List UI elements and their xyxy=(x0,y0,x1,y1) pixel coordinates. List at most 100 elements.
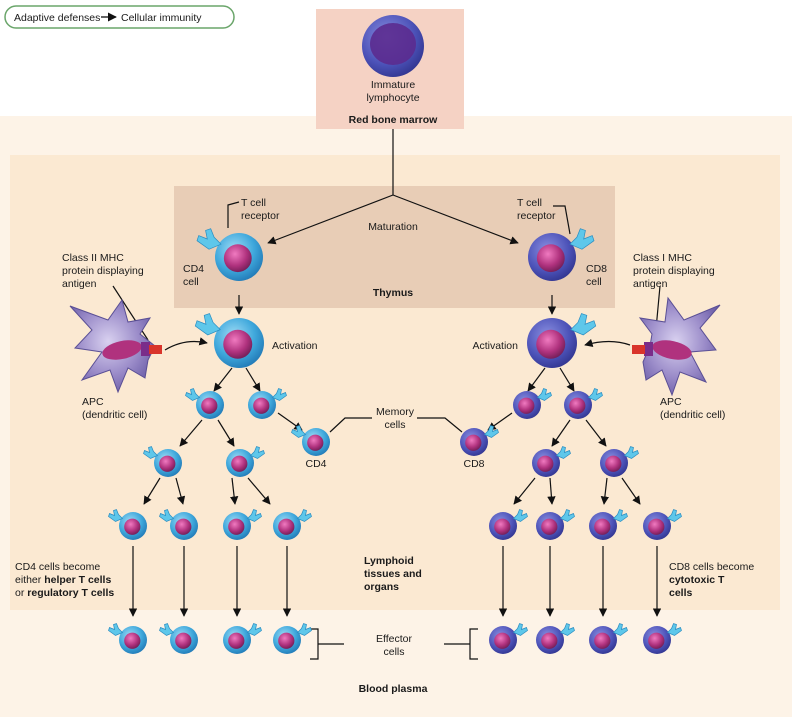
t-cell-receptor xyxy=(623,446,639,459)
effector-bracket-left xyxy=(310,628,344,660)
right-gen3-b2 xyxy=(621,477,641,505)
class2-mhc-protein xyxy=(149,345,162,354)
effector-cells-label-2: cells xyxy=(383,646,404,658)
cd8-clone-cell xyxy=(536,509,575,540)
t-cell-receptor xyxy=(196,228,222,250)
cd4-effector-cell xyxy=(159,623,198,654)
cd8-clone-cell xyxy=(564,388,603,419)
t-cell-receptor xyxy=(559,509,575,522)
left-gen3-b1 xyxy=(229,477,239,505)
t-cell-receptor xyxy=(536,388,552,401)
t-cell-nucleus xyxy=(648,632,665,649)
class1-mhc-antigen xyxy=(644,342,653,356)
left-fate-label-3-prefix: or xyxy=(15,587,27,599)
cd8-clone-cell xyxy=(489,509,528,540)
left-fate-label-1: CD4 cells become xyxy=(15,561,100,573)
left-memory-cell-label: CD4 xyxy=(305,458,326,470)
t-cell-nucleus xyxy=(536,329,566,359)
class1-mhc-label-2: protein displaying xyxy=(633,265,715,277)
left-apc-nucleus xyxy=(102,340,142,360)
t-cell-receptor xyxy=(559,623,575,636)
left-receptor-leader xyxy=(227,201,240,228)
class1-mhc-label-3: antigen xyxy=(633,278,668,290)
maturation-label: Maturation xyxy=(368,221,418,233)
cd4-clone-cell xyxy=(185,388,224,419)
right-receptor-leader xyxy=(553,205,571,235)
immature-lymphocyte xyxy=(362,15,424,77)
memory-cells-label-1: Memory xyxy=(376,406,415,418)
t-cell-nucleus xyxy=(536,244,565,273)
cd4-effector-cell xyxy=(108,623,147,654)
cytotoxic-t-cells-label-2: cells xyxy=(669,587,693,599)
t-cell-nucleus xyxy=(124,632,141,649)
cd4-clone-cell xyxy=(273,509,312,540)
t-cell-receptor xyxy=(143,446,159,459)
right-receptor-label-1: T cell xyxy=(517,197,542,209)
cd4-clone-cell xyxy=(143,446,182,477)
t-cell-receptor xyxy=(296,623,312,636)
class1-mhc-protein xyxy=(632,345,645,354)
left-fate-label-2: either helper T cells xyxy=(15,574,111,586)
t-cell-nucleus xyxy=(278,632,295,649)
cd8-effector-cell xyxy=(536,623,575,654)
right-apc-label-2: (dendritic cell) xyxy=(660,409,725,421)
cd4-clone-cell xyxy=(223,509,262,540)
right-apc-activation-arrow xyxy=(584,338,631,348)
right-apc-label-1: APC xyxy=(660,396,682,408)
t-cells xyxy=(108,228,682,654)
memory-cells-label-2: cells xyxy=(384,419,405,431)
t-cell-nucleus xyxy=(278,518,295,535)
left-gen2-b-arrow xyxy=(217,419,235,447)
t-cell-nucleus xyxy=(159,455,176,472)
class2-mhc-label-2: protein displaying xyxy=(62,265,144,277)
cd8-clone-cell xyxy=(643,509,682,540)
left-gen3-a2 xyxy=(175,477,186,505)
regulatory-t-cells-label: regulatory T cells xyxy=(27,587,114,599)
cd8-clone-cell xyxy=(532,446,571,477)
right-activation-split-a xyxy=(527,367,546,392)
lymphoid-tissues-label-3: organs xyxy=(364,581,399,593)
t-cell-receptor xyxy=(587,388,603,401)
t-cell-nucleus xyxy=(594,518,611,535)
t-cell-nucleus xyxy=(605,455,622,472)
left-activation-label: Activation xyxy=(272,340,318,352)
t-cell-receptor xyxy=(246,509,262,522)
t-cell-receptor xyxy=(246,623,262,636)
t-cell-receptor xyxy=(159,509,175,522)
t-cell-receptor xyxy=(666,509,682,522)
left-apc-label-2: (dendritic cell) xyxy=(82,409,147,421)
left-apc-dendritic-cell xyxy=(69,298,162,394)
breadcrumb-pill xyxy=(4,5,235,29)
right-apc-dendritic-cell xyxy=(632,296,721,397)
cd8-thymus-cell xyxy=(528,228,595,281)
cd8-effector-cell xyxy=(589,623,628,654)
right-gen3-b1 xyxy=(600,477,610,505)
left-receptor-label-1: T cell xyxy=(241,197,266,209)
right-activation-split-b xyxy=(559,367,575,392)
cd8-cell-label-1: CD8 xyxy=(586,263,607,275)
cd8-clone-cell xyxy=(600,446,639,477)
breadcrumb-current: Cellular immunity xyxy=(121,12,202,24)
left-apc-label-1: APC xyxy=(82,396,104,408)
blood-plasma-label: Blood plasma xyxy=(359,683,428,695)
right-gen2-b-arrow xyxy=(585,419,607,447)
right-receptor-label-2: receptor xyxy=(517,210,556,222)
effector-cells-label-1: Effector xyxy=(376,633,412,645)
cd8-clone-cell xyxy=(513,388,552,419)
t-cell-nucleus xyxy=(175,518,192,535)
cd8-activated-cell xyxy=(527,313,597,368)
t-cell-nucleus xyxy=(253,397,270,414)
lymphoid-tissues-label-2: tissues and xyxy=(364,568,422,580)
maturation-left-arrow xyxy=(267,194,394,245)
right-gen3-a2 xyxy=(547,477,556,505)
left-fate-label-3: or regulatory T cells xyxy=(15,587,114,599)
left-receptor-label-2: receptor xyxy=(241,210,280,222)
right-activation-label: Activation xyxy=(472,340,518,352)
class2-mhc-label-1: Class II MHC xyxy=(62,252,124,264)
right-apc-nucleus xyxy=(652,340,692,360)
right-gen2-a-arrow xyxy=(551,419,571,447)
helper-t-cells-label: helper T cells xyxy=(44,574,111,586)
cd4-clone-cell xyxy=(108,509,147,540)
cd4-clone-cell xyxy=(159,509,198,540)
breadcrumb-parent: Adaptive defenses xyxy=(14,12,100,24)
